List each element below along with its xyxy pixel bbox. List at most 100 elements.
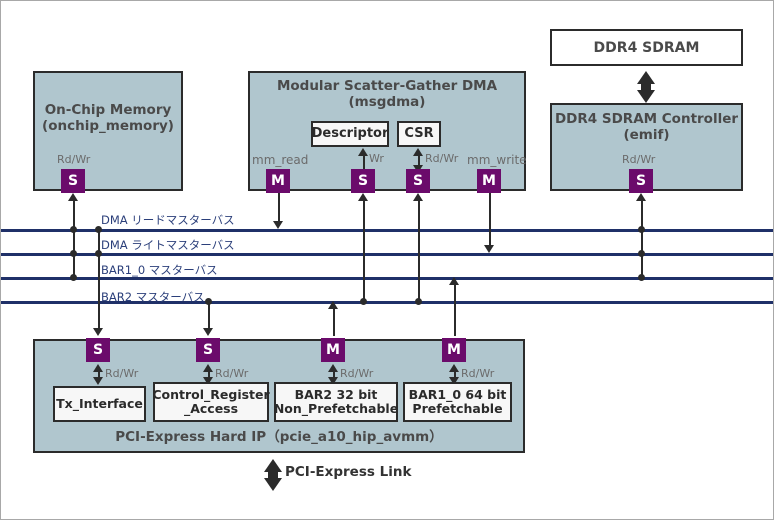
pcie-bar2-stem	[333, 371, 335, 379]
ddr4-link-stem	[641, 83, 651, 91]
pcie-bar1-arrow-down	[449, 377, 459, 385]
onchip-memory-port-badge-s: S	[61, 169, 85, 193]
pcie-tx-stem	[98, 371, 100, 379]
ddr4-controller-title-line2: (emif)	[623, 127, 670, 144]
connector-msgdma-descriptor-stem	[363, 200, 365, 302]
pcie-bar2-arrow-up	[328, 364, 338, 372]
connector-ddr4-dot-dma-write	[638, 250, 645, 257]
pcie-creg-arrow-up	[203, 364, 213, 372]
connector-pcie-tx-dot-dma-read	[95, 226, 102, 233]
msgdma-port-badge-descriptor-s: S	[351, 169, 375, 193]
connector-msgdma-csr-stem	[418, 200, 420, 302]
connector-msgdma-csr-dot-bar2	[415, 298, 422, 305]
pcie-subbox-creg-line1: Control_Register	[152, 387, 270, 402]
ddr4-link-arrow-down	[637, 90, 655, 103]
pcie-subbox-creg-line2: _Access	[183, 401, 239, 416]
connector-msgdma-mmwrite-arrow-down	[484, 245, 494, 253]
pcie-bar1-arrow-up	[449, 364, 459, 372]
connector-pcie-creg-stem	[208, 301, 210, 329]
connector-msgdma-mmread-arrow-down	[273, 221, 283, 229]
pcie-port-badge-bar1-m: M	[442, 338, 466, 362]
connector-onchip-arrow-up	[68, 193, 78, 201]
pcie-subbox-bar2-line2: Non_Prefetchable	[273, 401, 399, 416]
pcie-creg-rdwr-label: Rd/Wr	[215, 367, 249, 380]
pcie-port-badge-tx-s: S	[86, 338, 110, 362]
msgdma-csr-arrow-up	[413, 148, 423, 156]
onchip-memory-title: On-Chip Memory (onchip_memory)	[33, 102, 183, 134]
pcie-subbox-control-register-access: Control_Register _Access	[152, 382, 270, 422]
msgdma-descriptor-arrow-up	[358, 148, 368, 156]
connector-msgdma-mmread-stem	[278, 193, 280, 222]
ddr4-controller-title-line1: DDR4 SDRAM Controller	[554, 111, 739, 127]
msgdma-csr-arrow-label: Rd/Wr	[425, 152, 459, 165]
connector-ddr4-dot-bar1-0	[638, 274, 645, 281]
bus-label-bar1-0: BAR1_0 マスターバス	[101, 263, 218, 277]
connector-msgdma-mmwrite-stem	[489, 193, 491, 246]
ddr4-controller-port-label: Rd/Wr	[622, 153, 656, 166]
pcie-creg-stem	[208, 371, 210, 379]
pcie-subbox-bar1-line1: BAR1_0 64 bit	[408, 387, 507, 402]
msgdma-title-line1: Modular Scatter-Gather DMA	[276, 78, 498, 94]
pcie-link-label: PCI-Express Link	[285, 464, 412, 480]
connector-pcie-bar1-stem	[454, 284, 456, 336]
msgdma-port-badge-mm-read-m: M	[266, 169, 290, 193]
bus-label-dma-write: DMA ライトマスターバス	[101, 238, 235, 252]
ddr4-controller-title: DDR4 SDRAM Controller (emif)	[550, 111, 743, 143]
bus-line-dma-write	[1, 253, 773, 256]
block-ddr4-sdram: DDR4 SDRAM	[550, 29, 743, 66]
msgdma-csr-stem	[418, 155, 420, 167]
pcie-subbox-bar2: BAR2 32 bit Non_Prefetchable	[274, 382, 398, 422]
onchip-memory-title-line2: (onchip_memory)	[42, 118, 174, 135]
pcie-bar2-rdwr-label: Rd/Wr	[340, 367, 374, 380]
connector-onchip-dot-bar1-0	[70, 274, 77, 281]
bus-label-dma-read: DMA リードマスターバス	[101, 213, 235, 227]
pcie-port-badge-creg-s: S	[196, 338, 220, 362]
connector-pcie-creg-arrow-down	[203, 328, 213, 336]
msgdma-title-line2: (msgdma)	[348, 94, 426, 111]
onchip-memory-title-line1: On-Chip Memory	[44, 102, 172, 118]
pcie-subbox-bar1-line2: Prefetchable	[412, 401, 503, 416]
pcie-tx-arrow-down	[93, 377, 103, 385]
connector-msgdma-csr-arrow-up	[413, 193, 423, 201]
pcie-port-badge-bar2-m: M	[321, 338, 345, 362]
connector-onchip-dot-dma-read	[70, 226, 77, 233]
connector-ddr4-arrow-up	[636, 193, 646, 201]
connector-pcie-creg-dot-bar2	[205, 298, 212, 305]
pcie-subbox-tx-interface-line1: Tx_Interface	[56, 396, 143, 411]
pcie-subbox-tx-interface: Tx_Interface	[53, 386, 146, 422]
connector-msgdma-descriptor-dot-bar2	[360, 298, 367, 305]
connector-pcie-bar2-stem	[333, 308, 335, 336]
pcie-link-arrow-down	[264, 478, 282, 491]
msgdma-port-label-mm-read: mm_read	[252, 153, 309, 167]
bus-line-bar2	[1, 301, 773, 304]
pcie-subbox-bar1-0: BAR1_0 64 bit Prefetchable	[403, 382, 512, 422]
connector-ddr4-stem	[641, 200, 643, 279]
msgdma-descriptor-arrow-label: Wr	[369, 152, 384, 165]
pcie-link-arrow-up	[264, 459, 282, 472]
pcie-creg-arrow-down	[203, 377, 213, 385]
msgdma-title: Modular Scatter-Gather DMA (msgdma)	[248, 78, 526, 110]
pcie-bar2-arrow-down	[328, 377, 338, 385]
ddr4-controller-port-badge-s: S	[629, 169, 653, 193]
msgdma-port-badge-csr-s: S	[406, 169, 430, 193]
block-onchip-memory	[33, 71, 183, 191]
pcie-bar1-rdwr-label: Rd/Wr	[461, 367, 495, 380]
pcie-tx-arrow-up	[93, 364, 103, 372]
connector-pcie-tx-stem	[98, 229, 100, 329]
connector-msgdma-descriptor-arrow-up	[358, 193, 368, 201]
bus-line-bar1-0	[1, 277, 773, 280]
pcie-bar1-stem	[454, 371, 456, 379]
pcie-tx-rdwr-label: Rd/Wr	[105, 367, 139, 380]
onchip-memory-port-label: Rd/Wr	[57, 153, 91, 166]
pcie-hard-ip-title: PCI-Express Hard IP（pcie_a10_hip_avmm）	[115, 429, 443, 445]
ddr4-link-arrow-up	[637, 71, 655, 84]
connector-onchip-stem	[73, 200, 75, 279]
msgdma-descriptor-box: Descriptor	[311, 121, 389, 147]
ddr4-sdram-title: DDR4 SDRAM	[593, 39, 700, 56]
msgdma-port-badge-mm-write-m: M	[477, 169, 501, 193]
connector-pcie-tx-dot-dma-write	[95, 250, 102, 257]
msgdma-descriptor-stem	[363, 155, 365, 171]
connector-pcie-bar1-arrow-up	[449, 277, 459, 285]
connector-pcie-tx-arrow-down	[93, 328, 103, 336]
